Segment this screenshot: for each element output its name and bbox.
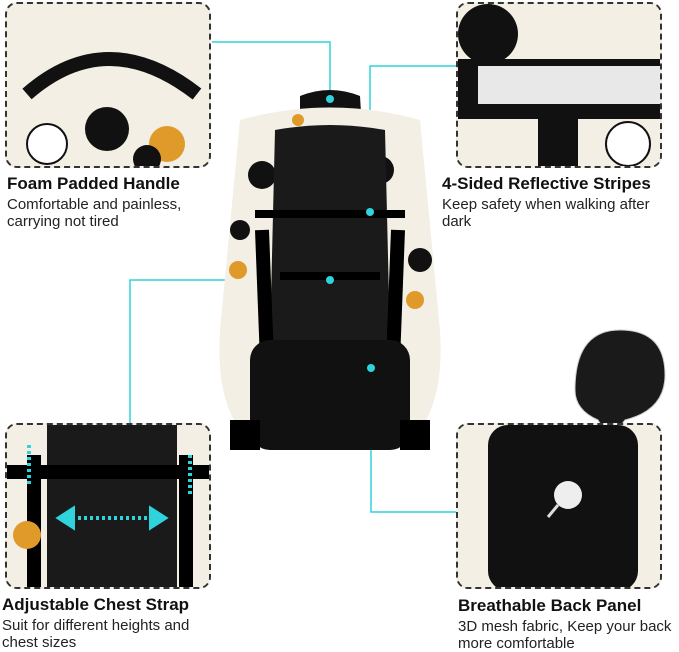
feature-title: Adjustable Chest Strap <box>2 595 190 614</box>
feature-title: Foam Padded Handle <box>7 174 180 193</box>
feature-description: Comfortable and painless, carrying not t… <box>7 196 182 230</box>
feature-description: Suit for different heights and chest siz… <box>2 617 190 651</box>
feature-description: 3D mesh fabric, Keep your back more comf… <box>458 618 672 652</box>
feature-description: Keep safety when walking after dark <box>442 196 650 230</box>
reflective-stripe-image <box>456 2 662 168</box>
back-panel-image <box>456 423 662 589</box>
chest-strap-image <box>5 423 211 589</box>
feature-title: Breathable Back Panel <box>458 596 642 615</box>
handle-detail-image <box>5 2 211 168</box>
feature-title: 4-Sided Reflective Stripes <box>442 174 651 193</box>
